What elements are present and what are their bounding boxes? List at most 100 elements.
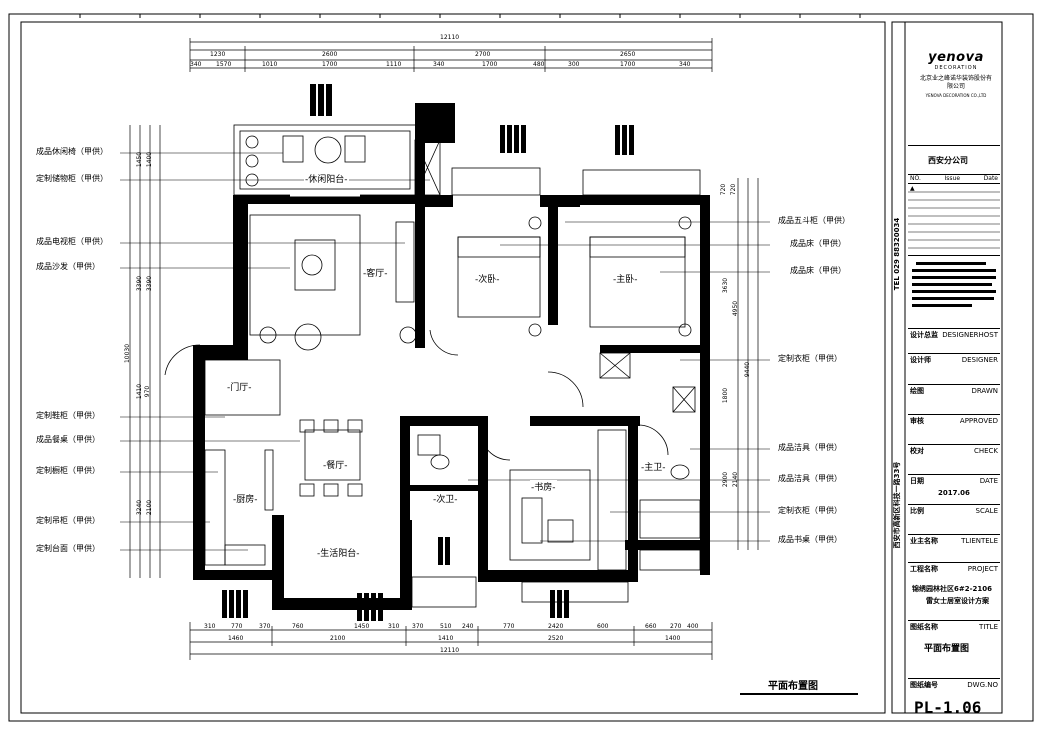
logo-sub: DECORATION xyxy=(934,65,978,71)
room-foyer: -门厅- xyxy=(226,380,253,393)
dim-top-3: 2700 xyxy=(475,51,491,58)
dim-top2-1: 340 xyxy=(190,61,202,68)
rev-date: Date xyxy=(983,175,998,182)
label-countertop: 定制台面（甲供） xyxy=(36,544,100,553)
drawing-title: 平面布置图 xyxy=(740,674,858,695)
room-living: -客厅- xyxy=(362,266,389,279)
floor-plan xyxy=(120,38,770,660)
dim-top-1: 1230 xyxy=(210,51,226,58)
tel-text: TEL 029 88320034 xyxy=(893,217,901,291)
dim-top-2: 2600 xyxy=(322,51,338,58)
label-kitchen-cabinet: 定制橱柜（甲供） xyxy=(36,466,100,475)
label-wardrobe-1: 定制衣柜（甲供） xyxy=(778,354,842,363)
dim-bot2-2: 2100 xyxy=(330,635,346,642)
tb-row-scale: 比例 SCALE xyxy=(908,504,1000,535)
dim-bot-1: 310 xyxy=(204,623,216,630)
logo: yenova DECORATION 北京业之峰诺华装饰股份有限公司 YENOVA… xyxy=(920,50,992,98)
address-vertical: 西安市高新区科技一路33号 xyxy=(887,340,903,680)
tb-row-dwg: 图纸编号 DWG.NO xyxy=(908,678,1000,714)
tb-row-check: 校对 CHECK xyxy=(908,444,1000,475)
dim-bot-12: 600 xyxy=(597,623,609,630)
tb-row-project: 工程名称 PROJECT 锦绣园林社区6#2-2106 雷女士居室设计方案 xyxy=(908,562,1000,621)
label-wall-cabinet: 定制吊柜（甲供） xyxy=(36,516,100,525)
label-sofa: 成品沙发（甲供） xyxy=(36,262,100,271)
room-master-bedroom: -主卧- xyxy=(612,272,639,285)
dim-top2-11: 340 xyxy=(679,61,691,68)
dim-bot-10: 770 xyxy=(503,623,515,630)
dim-bot2-4: 2520 xyxy=(548,635,564,642)
dim-top2-5: 1110 xyxy=(386,61,402,68)
label-wardrobe-2: 定制衣柜（甲供） xyxy=(778,506,842,515)
dwg-number: PL-1.06 xyxy=(914,698,982,717)
room-kitchen: -厨房- xyxy=(232,492,259,505)
dim-bot-11: 2420 xyxy=(548,623,564,630)
label-desk: 成品书桌（甲供） xyxy=(778,535,842,544)
tb-row-title: 图纸名称 TITLE 平面布置图 xyxy=(908,620,1000,679)
label-bed-2: 成品床（甲供） xyxy=(790,266,846,275)
dim-bot-2: 770 xyxy=(231,623,243,630)
revision-lines: ▲ xyxy=(908,185,1000,249)
rev-issue: Issue xyxy=(944,175,961,182)
room-secondary-bath: -次卫- xyxy=(432,492,459,505)
label-chest-drawers: 成品五斗柜（甲供） xyxy=(778,216,850,225)
label-sanitary-1: 成品洁具（甲供） xyxy=(778,443,842,452)
room-dining: -餐厅- xyxy=(322,458,349,471)
tel-vertical: TEL 029 88320034 xyxy=(887,180,903,340)
dim-bot-8: 510 xyxy=(440,623,452,630)
dim-bot2-3: 1410 xyxy=(438,635,454,642)
drawing-title-text: 平面布置图 xyxy=(768,681,818,692)
dim-top2-4: 1700 xyxy=(322,61,338,68)
label-dining-table: 成品餐桌（甲供） xyxy=(36,435,100,444)
room-service-balcony: -生活阳台- xyxy=(316,546,361,559)
section-symbols xyxy=(222,84,634,621)
project-name: 锦绣园林社区6#2-2106 xyxy=(912,585,992,593)
dim-top2-8: 480 xyxy=(533,61,545,68)
company-cn: 北京业之峰诺华装饰股份有限公司 xyxy=(920,75,993,90)
dim-top2-6: 340 xyxy=(433,61,445,68)
room-leisure-balcony: -休闲阳台- xyxy=(304,172,349,185)
svg-text:▲: ▲ xyxy=(910,185,915,192)
dim-top2-7: 1700 xyxy=(482,61,498,68)
notes-block xyxy=(908,255,1000,328)
dim-top2-10: 1700 xyxy=(620,61,636,68)
tb-row-client: 业主名称 TLIENTELE xyxy=(908,534,1000,563)
dim-top2-2: 1570 xyxy=(216,61,232,68)
tb-row-designer: 设计师 DESIGNER xyxy=(908,353,1000,378)
label-tv-cabinet: 成品电视柜（甲供） xyxy=(36,237,108,246)
tb-row-approved: 审核 APPROVED xyxy=(908,414,1000,445)
dim-bot-5: 1450 xyxy=(354,623,370,630)
notes-text-lines xyxy=(912,262,996,307)
dim-bot-14: 270 xyxy=(670,623,682,630)
dim-bot-3: 370 xyxy=(259,623,271,630)
dim-bot-13: 660 xyxy=(645,623,657,630)
label-bed-1: 成品床（甲供） xyxy=(790,239,846,248)
tb-row-designer-host: 设计总监 DESIGNERHOST xyxy=(908,328,1000,353)
dim-bot-9: 240 xyxy=(462,623,474,630)
dim-top-4: 2650 xyxy=(620,51,636,58)
label-storage-cabinet: 定制储物柜（甲供） xyxy=(36,174,108,183)
dim-bot-6: 310 xyxy=(388,623,400,630)
room-second-bedroom: -次卧- xyxy=(474,272,501,285)
company-en: YENOVA DECORATION CO.,LTD xyxy=(925,93,987,98)
date-value: 2017.06 xyxy=(938,489,970,497)
dim-bot2-1: 1460 xyxy=(228,635,244,642)
drawing-name: 平面布置图 xyxy=(924,644,970,654)
label-sanitary-2: 成品洁具（甲供） xyxy=(778,474,842,483)
dim-top2-3: 1010 xyxy=(262,61,278,68)
dim-bot-total: 12110 xyxy=(440,647,460,654)
room-study: -书房- xyxy=(530,480,557,493)
dim-bot2-5: 1400 xyxy=(665,635,681,642)
branch-box: 西安分公司 xyxy=(908,145,1000,175)
logo-text: yenova xyxy=(928,50,984,65)
project-sub: 雷女士居室设计方案 xyxy=(926,597,989,605)
branch-name: 西安分公司 xyxy=(928,156,968,165)
tb-row-drawn: 绘图 DRAWN xyxy=(908,384,1000,415)
room-master-bath: -主卫- xyxy=(640,460,667,473)
address-text: 西安市高新区科技一路33号 xyxy=(893,461,901,549)
dim-top-total: 12110 xyxy=(440,34,460,41)
dim-top2-9: 300 xyxy=(568,61,580,68)
rev-no: NO. xyxy=(910,175,921,182)
tb-row-date: 日期 DATE 2017.06 xyxy=(908,474,1000,505)
dim-bot-4: 760 xyxy=(292,623,304,630)
